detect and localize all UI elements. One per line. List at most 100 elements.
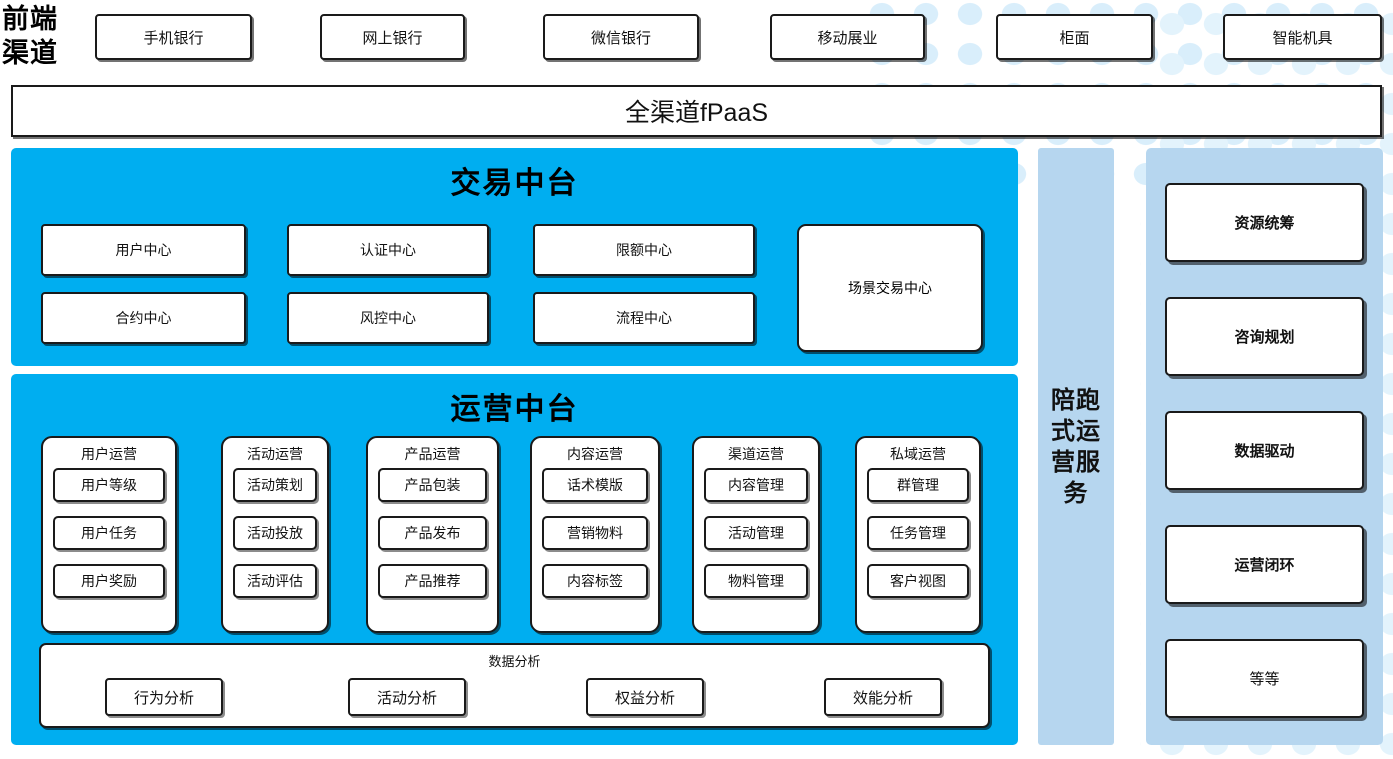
ops-column-title-2: 产品运营 [404, 446, 461, 462]
ops-item-material-management[interactable]: 物料管理 [704, 564, 808, 598]
channel-box-mobile-bank[interactable]: 手机银行 [95, 14, 252, 60]
channel-box-wechat-bank[interactable]: 微信银行 [543, 14, 699, 60]
ops-column-product-operations[interactable]: 产品运营 产品包装 产品发布 产品推荐 [366, 436, 499, 633]
pillar-label: 运营闭环 [1234, 557, 1295, 574]
ops-item-label: 客户视图 [890, 573, 946, 589]
trade-cell-auth-center[interactable]: 认证中心 [287, 224, 489, 276]
ops-column-title-0: 用户运营 [81, 446, 137, 462]
trade-cell-user-center[interactable]: 用户中心 [41, 224, 246, 276]
ops-item-label: 话术模版 [567, 477, 623, 493]
ops-item-label: 活动投放 [247, 525, 303, 541]
trade-cell-process-center[interactable]: 流程中心 [533, 292, 755, 344]
ops-column-channel-operations[interactable]: 渠道运营 内容管理 活动管理 物料管理 [692, 436, 820, 633]
ops-item-label: 内容标签 [567, 573, 623, 589]
trade-cell-label-5: 流程中心 [616, 310, 672, 326]
trade-cell-limit-center[interactable]: 限额中心 [533, 224, 755, 276]
ops-item-content-tag[interactable]: 内容标签 [542, 564, 648, 598]
ops-column-campaign-operations[interactable]: 活动运营 活动策划 活动投放 活动评估 [221, 436, 329, 633]
ops-column-title-1: 活动运营 [247, 446, 303, 462]
service-pillars-panel: 资源统筹 咨询规划 数据驱动 运营闭环 等等 [1146, 148, 1383, 745]
ops-item-product-recommendation[interactable]: 产品推荐 [378, 564, 487, 598]
ops-column-user-operations[interactable]: 用户运营 用户等级 用户任务 用户奖励 [41, 436, 177, 633]
ops-column-content-operations[interactable]: 内容运营 话术模版 营销物料 内容标签 [530, 436, 660, 633]
omnichannel-fpaas-label: 全渠道fPaaS [624, 99, 769, 127]
ops-item-content-management[interactable]: 内容管理 [704, 468, 808, 502]
channel-label-2: 微信银行 [590, 29, 651, 47]
pillar-consulting-planning[interactable]: 咨询规划 [1165, 297, 1364, 376]
ops-item-label: 活动管理 [728, 525, 784, 541]
ops-item-label: 营销物料 [567, 525, 623, 541]
ops-item-task-management[interactable]: 任务管理 [867, 516, 969, 550]
channel-box-counter[interactable]: 柜面 [996, 14, 1153, 60]
channel-label-4: 柜面 [1059, 29, 1090, 47]
pillar-label: 等等 [1249, 671, 1280, 688]
pillar-operation-closed-loop[interactable]: 运营闭环 [1165, 525, 1364, 604]
ops-item-group-management[interactable]: 群管理 [867, 468, 969, 502]
accompanying-operation-service-label: 陪跑式运营服务 [1051, 386, 1101, 507]
channel-box-online-bank[interactable]: 网上银行 [320, 14, 465, 60]
trade-cell-label-0: 用户中心 [115, 242, 172, 258]
analytics-chip-label: 权益分析 [614, 689, 675, 707]
ops-column-title-5: 私域运营 [890, 446, 946, 462]
ops-item-product-packaging[interactable]: 产品包装 [378, 468, 487, 502]
ops-item-label: 产品包装 [404, 477, 461, 493]
channel-label-5: 智能机具 [1272, 29, 1333, 47]
analytics-chip-label: 活动分析 [376, 689, 437, 707]
ops-item-campaign-evaluation[interactable]: 活动评估 [233, 564, 317, 598]
pillar-data-driven[interactable]: 数据驱动 [1165, 411, 1364, 490]
ops-item-user-reward[interactable]: 用户奖励 [53, 564, 165, 598]
pillar-label: 咨询规划 [1234, 329, 1295, 346]
analytics-chip-benefits[interactable]: 权益分析 [586, 678, 704, 716]
ops-item-campaign-planning[interactable]: 活动策划 [233, 468, 317, 502]
ops-item-label: 任务管理 [890, 525, 946, 541]
ops-item-label: 物料管理 [728, 573, 784, 589]
trade-cell-scene-transaction-center[interactable]: 场景交易中心 [797, 224, 983, 352]
ops-item-label: 用户奖励 [81, 573, 137, 589]
ops-item-label: 群管理 [897, 477, 939, 493]
trade-cell-label-2: 限额中心 [616, 242, 672, 258]
ops-item-label: 用户任务 [81, 525, 137, 541]
front-end-channel-label: 前端 渠道 [2, 2, 80, 72]
analytics-chip-efficiency[interactable]: 效能分析 [824, 678, 942, 716]
ops-item-user-level[interactable]: 用户等级 [53, 468, 165, 502]
analytics-chip-label: 行为分析 [133, 689, 194, 707]
ops-column-private-domain-operations[interactable]: 私域运营 群管理 任务管理 客户视图 [855, 436, 981, 633]
trade-cell-contract-center[interactable]: 合约中心 [41, 292, 246, 344]
ops-item-product-release[interactable]: 产品发布 [378, 516, 487, 550]
channel-label-1: 网上银行 [362, 29, 423, 47]
ops-item-label: 内容管理 [728, 477, 784, 493]
omnichannel-fpaas-bar[interactable]: 全渠道fPaaS [11, 85, 1382, 137]
ops-item-customer-view[interactable]: 客户视图 [867, 564, 969, 598]
front-end-channel-label-line2: 渠道 [2, 38, 58, 68]
ops-item-label: 产品发布 [404, 525, 461, 541]
ops-item-user-task[interactable]: 用户任务 [53, 516, 165, 550]
analytics-chip-label: 效能分析 [852, 689, 913, 707]
channel-box-mobile-business[interactable]: 移动展业 [770, 14, 925, 60]
ops-middle-platform-title: 运营中台 [450, 393, 579, 426]
channel-box-smart-machine[interactable]: 智能机具 [1223, 14, 1382, 60]
trade-cell-risk-center[interactable]: 风控中心 [287, 292, 489, 344]
pillar-label: 资源统筹 [1234, 215, 1295, 232]
trade-cell-label-3: 合约中心 [115, 310, 172, 326]
channel-label-0: 手机银行 [143, 29, 204, 47]
pillar-resource-coordination[interactable]: 资源统筹 [1165, 183, 1364, 262]
trade-cell-label-4: 风控中心 [360, 310, 416, 326]
ops-item-script-template[interactable]: 话术模版 [542, 468, 648, 502]
ops-item-campaign-delivery[interactable]: 活动投放 [233, 516, 317, 550]
ops-item-marketing-material[interactable]: 营销物料 [542, 516, 648, 550]
trade-cell-label-1: 认证中心 [360, 242, 416, 258]
ops-item-label: 用户等级 [81, 477, 137, 493]
analytics-chip-campaign[interactable]: 活动分析 [348, 678, 466, 716]
analytics-chip-behavior[interactable]: 行为分析 [105, 678, 223, 716]
pillar-label: 数据驱动 [1234, 443, 1295, 460]
data-analytics-panel: 数据分析 行为分析 活动分析 权益分析 效能分析 [39, 643, 990, 728]
front-end-channel-label-line1: 前端 [2, 4, 58, 34]
ops-item-campaign-management[interactable]: 活动管理 [704, 516, 808, 550]
channel-label-3: 移动展业 [817, 29, 878, 47]
data-analytics-title: 数据分析 [488, 654, 541, 669]
ops-column-title-3: 内容运营 [567, 446, 623, 462]
ops-column-title-4: 渠道运营 [728, 446, 784, 462]
pillar-etc[interactable]: 等等 [1165, 639, 1364, 718]
trade-cell-label-scene: 场景交易中心 [848, 280, 932, 296]
